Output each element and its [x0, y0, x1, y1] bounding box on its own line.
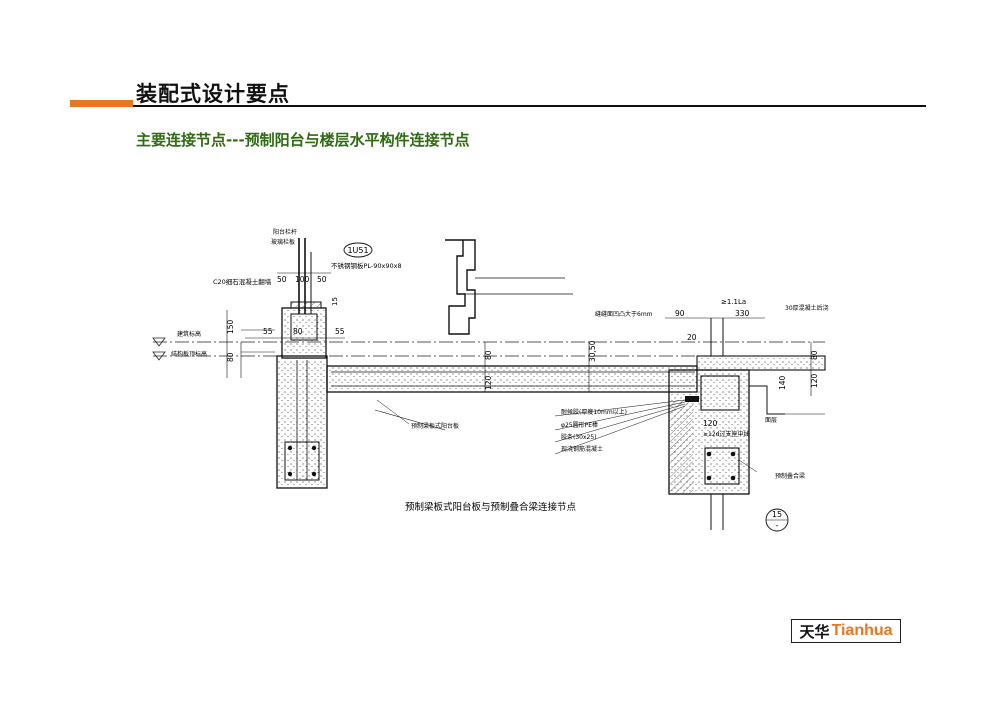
label-structural-level: 结构板顶标高 — [171, 350, 207, 358]
label-floor: 面层 — [765, 417, 777, 424]
dim-330: 330 — [735, 309, 750, 318]
label-pe-rod: φ25圆形PE棒 — [561, 421, 598, 429]
sealant-joint — [685, 396, 699, 402]
page-title: 装配式设计要点 — [136, 82, 290, 106]
steel-base-plate — [290, 301, 322, 309]
dim-30-50: 30,50 — [588, 340, 597, 362]
curb-upstand — [281, 307, 327, 359]
drawing-caption: 预制梁板式阳台板与预制叠合梁连接节点 — [405, 501, 577, 513]
dim-55-a: 55 — [263, 327, 273, 336]
dim-150: 150 — [226, 319, 235, 334]
label-sealant: 耐候胶(厚度10mm以上) — [561, 408, 627, 416]
dim-55-b: 55 — [335, 327, 345, 336]
label-laminated-beam: 预制叠合梁 — [775, 472, 805, 480]
callout-bubble — [343, 242, 373, 258]
dim-120-a: 120 — [484, 375, 493, 390]
label-finished-level: 建筑标高 — [177, 330, 201, 338]
label-railing: 阳台栏杆 — [273, 228, 297, 236]
callout-ref: 1U51 — [347, 246, 368, 255]
connection-detail-drawing: 1U51 15 - 阳台栏杆 玻璃栏板 不锈钢钢板PL-90x90x8 C20细… — [152, 228, 829, 532]
profile-sketch — [445, 239, 476, 335]
dim-15: 15 — [331, 297, 339, 306]
precast-balcony-slab — [326, 365, 698, 393]
beam-stirrup-top — [700, 375, 740, 411]
dim-50-b: 50 — [317, 275, 327, 284]
label-rebar-note: ≥12d过支座中线 — [703, 430, 749, 438]
dim-80-a: 80 — [226, 352, 235, 362]
level-marker-2 — [152, 351, 166, 361]
dim-120-b: 120 — [810, 373, 819, 388]
title-underline — [133, 105, 926, 107]
dim-80-d: 80 — [810, 350, 819, 360]
label-precast-slab: 预制梁板式阳台板 — [411, 422, 459, 430]
tianhua-logo: 天华 Tianhua — [791, 619, 901, 643]
dim-100: 100 — [295, 275, 310, 284]
label-c20-curb: C20细石混凝土翻墙 — [213, 277, 272, 286]
page-subtitle: 主要连接节点---预制阳台与楼层水平构件连接节点 — [136, 131, 470, 149]
beam-stirrup-bottom — [704, 447, 740, 485]
label-filler: 胶条(30x25) — [561, 433, 597, 441]
label-topping: 30厚混凝土后浇 — [785, 304, 829, 312]
level-marker-1 — [152, 337, 166, 347]
edge-beam-cage — [284, 441, 320, 481]
detail-ref-sub: - — [776, 521, 779, 530]
dim-90: 90 — [675, 309, 685, 318]
logo-english-text: Tianhua — [831, 622, 893, 639]
logo-chinese-text: 天华 — [799, 622, 830, 641]
accent-bar — [70, 100, 133, 107]
label-steel-plate: 不锈钢钢板PL-90x90x8 — [331, 261, 402, 270]
dim-140: 140 — [778, 375, 787, 390]
detail-ref-number: 15 — [772, 510, 782, 519]
laminated-beam-hatch — [669, 400, 693, 494]
dim-80-b: 80 — [293, 327, 303, 336]
cast-in-place-topping — [696, 355, 826, 371]
label-glass-panel: 玻璃栏板 — [271, 238, 295, 246]
dim-80-c: 80 — [484, 350, 493, 360]
label-anchorage: ≥1.1La — [721, 298, 746, 306]
curb-inner — [290, 313, 318, 341]
label-cast-concrete: 现浇钢筋混凝土 — [561, 445, 603, 453]
dim-120-c: 120 — [703, 419, 718, 428]
dim-20: 20 — [687, 333, 697, 342]
dim-50-a: 50 — [277, 275, 287, 284]
label-joint-gap: 缝缝面凹凸大于6mm — [595, 310, 653, 318]
